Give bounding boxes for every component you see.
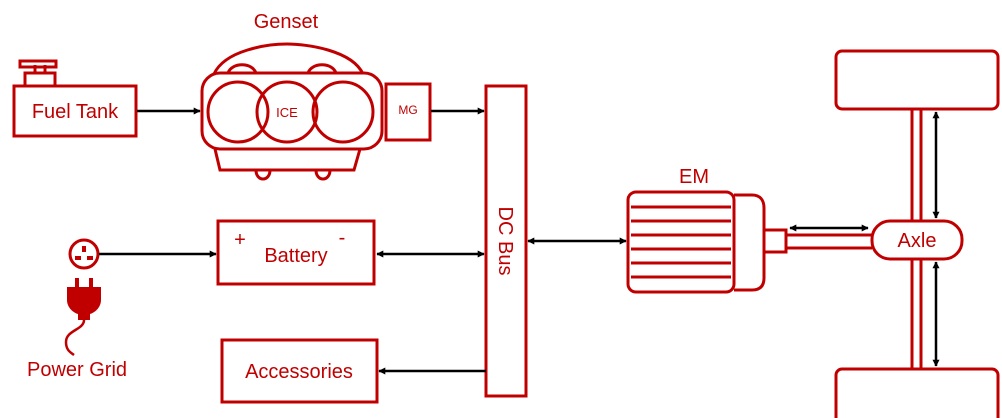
power-outlet-icon (70, 240, 98, 268)
dc-bus-label: DC Bus (494, 207, 516, 276)
rear-wheel-icon (836, 369, 998, 418)
mg-label: MG (398, 103, 417, 117)
electric-motor-icon (628, 192, 872, 292)
accessories-label: Accessories (245, 361, 353, 383)
battery-label: Battery (264, 245, 327, 267)
fuel-tank-icon (14, 61, 136, 136)
battery-minus-label: - (339, 227, 346, 249)
power-grid-label: Power Grid (27, 359, 127, 381)
fuel-tank-label: Fuel Tank (32, 101, 119, 123)
genset-label: Genset (254, 11, 319, 33)
plug-icon (66, 278, 101, 355)
axle-label: Axle (898, 230, 937, 252)
ice-label: ICE (276, 105, 298, 120)
battery-plus-label: + (234, 229, 246, 251)
em-label: EM (679, 166, 709, 188)
front-wheel-icon (836, 51, 998, 109)
